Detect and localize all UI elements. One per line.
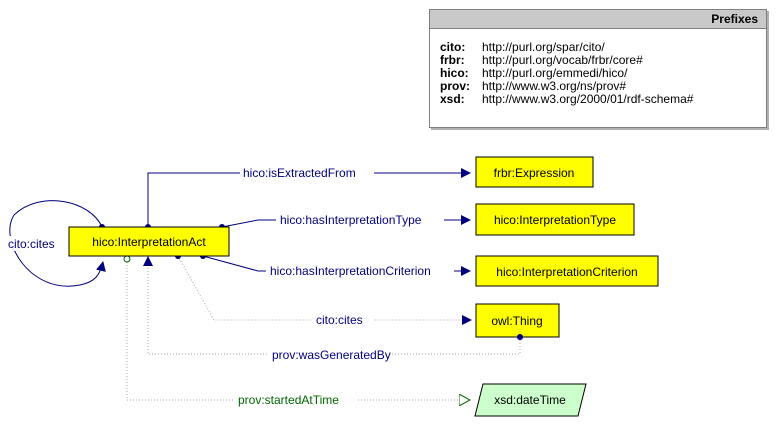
edge-has-interpretation-criterion-label: hico:hasInterpretationCriterion [270,264,431,278]
prefix-uri: http://www.w3.org/ns/prov# [482,79,627,93]
node-interpretation-type-label: hico:InterpretationType [494,213,616,227]
prefixes-title: Prefixes [430,10,766,29]
prefix-name: xsd: [440,92,465,106]
edge-started-at-time-line [126,259,470,400]
prefix-uri: http://purl.org/spar/cito/ [482,40,605,54]
prefix-row: xsd: http://www.w3.org/2000/01/rdf-schem… [440,93,693,106]
edge-was-generated-by-source-dot-top [517,334,523,340]
node-interpretation-criterion[interactable]: hico:InterpretationCriterion [475,255,659,287]
node-thing[interactable]: owl:Thing [475,303,560,338]
node-expression[interactable]: frbr:Expression [475,156,594,188]
prefix-name: prov: [440,79,470,93]
node-expression-label: frbr:Expression [494,166,575,180]
prefix-name: hico: [440,66,469,80]
edge-was-generated-by-label: prov:wasGeneratedBy [272,348,391,362]
prefix-row: prov: http://www.w3.org/ns/prov# [440,80,693,93]
node-interpretation-act-label: hico:InterpretationAct [92,235,206,249]
prefix-name: frbr: [440,53,465,67]
prefix-row: frbr: http://purl.org/vocab/frbr/core# [440,54,693,67]
node-interpretation-act[interactable]: hico:InterpretationAct [68,226,230,257]
edge-has-interpretation-type-label: hico:hasInterpretationType [280,213,422,227]
node-datetime[interactable]: xsd:dateTime [474,383,587,417]
prefix-row: hico: http://purl.org/emmedi/hico/ [440,67,693,80]
node-thing-label: owl:Thing [491,314,542,328]
prefixes-table: cito: http://purl.org/spar/cito/ frbr: h… [440,41,693,106]
edge-is-extracted-from-label: hico:isExtractedFrom [243,166,356,180]
node-interpretation-type[interactable]: hico:InterpretationType [475,203,635,236]
prefix-name: cito: [440,40,466,54]
prefix-uri: http://purl.org/emmedi/hico/ [482,66,628,80]
prefix-row: cito: http://purl.org/spar/cito/ [440,41,693,54]
node-interpretation-criterion-label: hico:InterpretationCriterion [496,265,637,279]
edge-cites-thing-label: cito:cites [316,313,363,327]
edge-started-at-time-label: prov:startedAtTime [238,393,339,407]
edge-cites-thing-line [177,255,470,321]
prefixes-panel: Prefixes cito: http://purl.org/spar/cito… [429,9,767,128]
edge-cites-self-label: cito:cites [8,237,55,251]
node-datetime-label: xsd:dateTime [494,393,566,407]
prefix-uri: http://purl.org/vocab/frbr/core# [482,53,643,67]
edge-cites-self-line [9,200,106,287]
edge-started-at-time-source-dot [123,255,131,263]
edge-was-generated-by-line [147,266,521,355]
prefix-uri: http://www.w3.org/2000/01/rdf-schema# [482,92,694,106]
